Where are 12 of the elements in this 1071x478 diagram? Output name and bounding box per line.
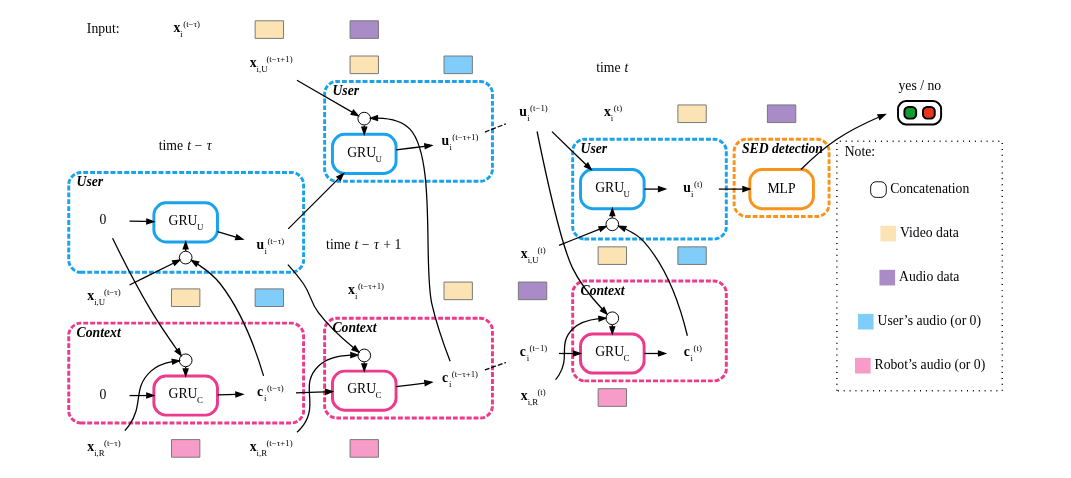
- node-text: 0: [99, 212, 107, 228]
- label: time t − τ + 1: [326, 237, 402, 253]
- node-text: 0: [99, 387, 107, 403]
- legend-label: Concatenation: [890, 181, 970, 197]
- legend-label: Robot’s audio (or 0): [874, 357, 986, 373]
- node-label: yes / no: [898, 78, 942, 94]
- legend-label: Audio data: [899, 269, 960, 285]
- label: Input:: [86, 21, 120, 37]
- label: time t: [596, 60, 629, 76]
- legend-label: User’s audio (or 0): [877, 313, 982, 329]
- label: time t − τ: [158, 137, 212, 153]
- legend-label: Video data: [900, 225, 959, 241]
